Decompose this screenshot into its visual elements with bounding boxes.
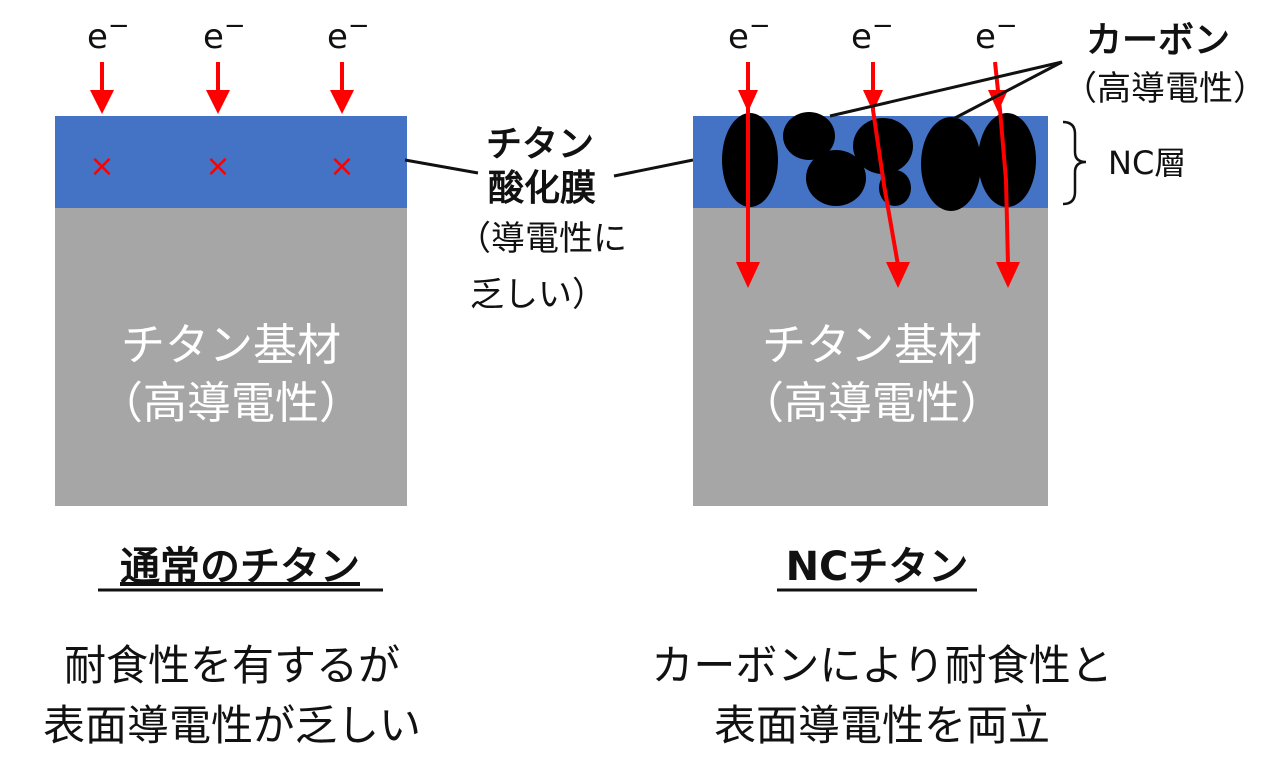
right-electron-2: e−	[851, 11, 910, 288]
left-caption-title: 通常のチタン	[120, 544, 360, 590]
right-substrate	[693, 206, 1048, 506]
oxide-callout-line2: 酸化膜	[488, 168, 596, 209]
right-substrate-name: チタン基材	[762, 320, 982, 371]
blocked-mark-1: ×	[89, 149, 114, 184]
left-arrow-head-2	[206, 90, 230, 114]
left-electron-2: e−	[203, 11, 246, 114]
right-electron-1: e−	[728, 11, 771, 288]
carbon-leader-2	[954, 60, 1063, 120]
right-caption-line2: 表面導電性を両立	[714, 701, 1050, 750]
right-electron-3: e−	[975, 11, 1020, 288]
right-arrow-2	[871, 62, 900, 266]
nc-layer-label: NC層	[1108, 144, 1186, 182]
svg-text:e−: e−	[728, 11, 771, 57]
electron-charge: −	[348, 11, 370, 41]
carbon-particle-3	[806, 150, 866, 206]
right-substrate-property: （高導電性）	[740, 378, 1004, 429]
oxide-callout: チタン 酸化膜 （導電性に 乏しい）	[404, 124, 694, 315]
oxide-leader-left	[404, 158, 479, 175]
carbon-particles	[722, 112, 1036, 211]
electron-charge: −	[108, 11, 130, 41]
svg-text:e−: e−	[327, 11, 370, 57]
carbon-particle-4	[853, 118, 913, 174]
electron-charge: −	[224, 11, 246, 41]
oxide-callout-line4: 乏しい）	[470, 275, 606, 315]
right-caption-line1: カーボンにより耐食性と	[651, 641, 1112, 690]
right-arrow-head-3b	[988, 90, 1008, 112]
left-substrate-name: チタン基材	[121, 320, 341, 371]
electron-label: e	[851, 17, 872, 57]
blocked-mark-3: ×	[329, 149, 354, 184]
right-arrow-head-2b	[863, 90, 883, 112]
electron-charge: −	[872, 11, 894, 41]
right-caption-title: NCチタン	[786, 544, 969, 590]
left-electron-3: e−	[327, 11, 370, 114]
carbon-callout-line1: カーボン	[1086, 20, 1230, 61]
left-arrow-head-1	[90, 90, 114, 114]
right-arrow-head-2	[886, 262, 910, 288]
carbon-particle-2	[783, 112, 835, 160]
left-substrate	[55, 206, 407, 506]
right-arrow-head-1b	[738, 90, 758, 112]
svg-text:e−: e−	[975, 11, 1018, 57]
nc-titanium-panel: e− e− e− カーボン （高導電性） NC層 チタン基材 （高導電性） NC…	[651, 11, 1267, 750]
carbon-particle-6	[921, 117, 981, 211]
left-substrate-property: （高導電性）	[99, 378, 363, 429]
electron-charge: −	[996, 11, 1018, 41]
carbon-leader-1	[829, 60, 1063, 118]
blocked-mark-2: ×	[205, 149, 230, 184]
oxide-callout-line1: チタン	[486, 124, 594, 165]
electron-label: e	[975, 17, 996, 57]
right-arrow-head-3	[996, 262, 1020, 288]
nc-layer-bracket	[1062, 120, 1087, 206]
svg-text:e−: e−	[87, 11, 130, 57]
right-arrow-3	[993, 61, 1010, 266]
electron-charge: −	[749, 11, 771, 41]
electron-label: e	[728, 17, 749, 57]
carbon-particle-7	[978, 113, 1036, 207]
electron-label: e	[203, 17, 224, 57]
right-arrow-head-1	[736, 262, 760, 288]
left-caption-line2: 表面導電性が乏しい	[43, 701, 421, 750]
left-caption-line1: 耐食性を有するが	[64, 641, 400, 690]
left-electron-1: e−	[87, 11, 130, 114]
svg-text:e−: e−	[203, 11, 246, 57]
ordinary-titanium-panel: e− e− e− × × × チタン基材 （高導電性） 通常のチタン 耐食性を有…	[43, 11, 421, 750]
left-oxide-layer	[55, 116, 407, 208]
oxide-leader-right	[613, 158, 694, 178]
svg-text:e−: e−	[851, 11, 894, 57]
carbon-callout-line2: （高導電性）	[1063, 69, 1267, 109]
oxide-callout-line3: （導電性に	[457, 219, 627, 259]
left-arrow-head-3	[330, 90, 354, 114]
electron-label: e	[87, 17, 108, 57]
electron-label: e	[327, 17, 348, 57]
